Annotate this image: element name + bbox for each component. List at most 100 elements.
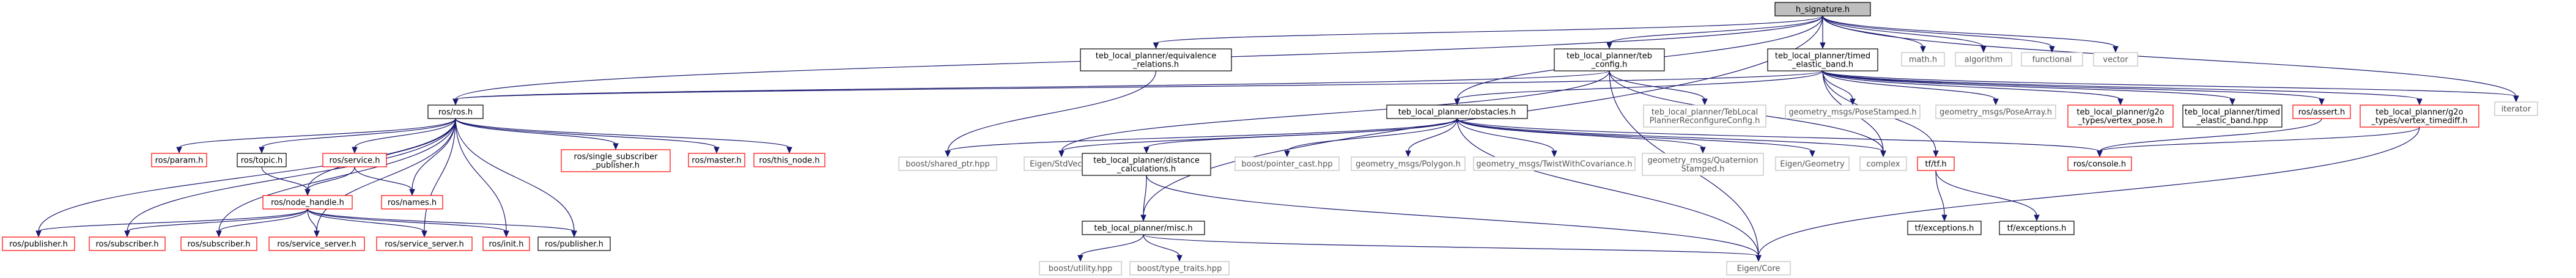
node-box xyxy=(322,153,387,167)
node-box xyxy=(753,153,825,167)
node-tebconfig[interactable]: teb_local_planner/teb_config.h xyxy=(1554,48,1665,71)
node-rosconsole[interactable]: ros/console.h xyxy=(2067,156,2132,171)
node-label: ros/service.h xyxy=(329,156,380,166)
node-box xyxy=(1039,261,1122,276)
node-vertexpose[interactable]: teb_local_planner/g2o_types/vertex_pose.… xyxy=(2067,104,2174,128)
node-sub2[interactable]: ros/subscriber.h xyxy=(180,236,257,251)
node-label: PlannerReconfigureConfig.h xyxy=(1650,117,1760,126)
node-box xyxy=(1473,156,1636,171)
edge-obstacles-to-distcalc xyxy=(1143,118,1458,154)
node-label: _relations.h xyxy=(1132,60,1179,70)
edge-distcalc-to-eigencore xyxy=(1146,175,1762,262)
node-label: ros/param.h xyxy=(155,156,204,166)
node-box xyxy=(1351,156,1466,171)
edge-rosros-to-rosservice xyxy=(352,118,456,154)
edge-obstacles-to-pointercast xyxy=(1284,118,1458,158)
node-pub2[interactable]: ros/publisher.h xyxy=(537,236,611,251)
node-tebreconf: teb_local_planner/TebLocalPlannerReconfi… xyxy=(1643,104,1766,128)
node-box xyxy=(1767,48,1878,71)
node-label: _calculations.h xyxy=(1116,165,1176,174)
node-label: Eigen/Geometry xyxy=(1780,160,1845,169)
node-rosinit[interactable]: ros/init.h xyxy=(482,236,530,251)
edge-timedband-to-rosros xyxy=(452,70,1823,106)
node-box xyxy=(1234,156,1340,171)
node-singlesub[interactable]: ros/single_subscriber_publisher.h xyxy=(561,149,671,172)
edge-tftf-to-tfexc2 xyxy=(1935,170,2040,222)
node-label: teb_local_planner/g2o xyxy=(2375,108,2463,117)
node-nodehandle[interactable]: ros/node_handle.h xyxy=(262,195,353,210)
node-label: teb_local_planner/teb xyxy=(1567,52,1652,61)
node-vertextimediff[interactable]: teb_local_planner/g2o_types/vertex_timed… xyxy=(2360,104,2479,128)
node-rosassert[interactable]: ros/assert.h xyxy=(2292,104,2351,119)
node-box xyxy=(1129,261,1230,276)
node-box xyxy=(89,236,166,251)
node-equiv[interactable]: teb_local_planner/equivalence_relations.… xyxy=(1080,48,1232,71)
node-rostopic[interactable]: ros/topic.h xyxy=(237,153,287,167)
edge-timedband-to-vertextimediff xyxy=(1822,70,2423,106)
node-label: ros/publisher.h xyxy=(9,240,68,249)
node-box xyxy=(1726,261,1791,276)
node-box xyxy=(537,236,611,251)
node-box xyxy=(237,153,287,167)
node-math: math.h xyxy=(1901,52,1945,67)
node-box xyxy=(2021,52,2083,67)
node-pub1[interactable]: ros/publisher.h xyxy=(2,236,75,251)
node-box xyxy=(1907,221,1982,235)
node-box xyxy=(2182,104,2283,128)
node-label: _elastic_band.hpp xyxy=(2196,117,2268,126)
node-rosros[interactable]: ros/ros.h xyxy=(427,104,484,119)
node-label: teb_local_planner/g2o xyxy=(2076,108,2164,117)
edge-rosros-to-rosmaster xyxy=(455,118,720,154)
node-eigencore: Eigen/Core xyxy=(1726,261,1791,276)
node-misc[interactable]: teb_local_planner/misc.h xyxy=(1082,221,1205,235)
node-label: ros/subscriber.h xyxy=(95,240,158,249)
node-pointercast: boost/pointer_cast.hpp xyxy=(1234,156,1340,171)
node-sharedptr: boost/shared_ptr.hpp xyxy=(898,156,997,171)
node-layer: h_signature.h teb_local_planner/equivalen… xyxy=(2,2,2538,276)
node-rosthisnode[interactable]: ros/this_node.h xyxy=(753,153,825,167)
node-timedband[interactable]: teb_local_planner/timed_elastic_band.h xyxy=(1767,48,1878,71)
edge-nodehandle-to-srv1 xyxy=(307,208,320,238)
node-box xyxy=(898,156,997,171)
node-rosservice[interactable]: ros/service.h xyxy=(322,153,387,167)
node-box xyxy=(1917,156,1955,171)
node-label: ros/ros.h xyxy=(438,108,473,117)
edge-nodehandle-to-rosinit xyxy=(307,208,509,238)
node-tftf[interactable]: tf/tf.h xyxy=(1917,156,1955,171)
node-label: boost/utility.hpp xyxy=(1049,265,1112,274)
node-box xyxy=(376,236,473,251)
node-box xyxy=(1080,48,1232,71)
node-label: teb_local_planner/timed xyxy=(1775,52,1870,61)
node-timedhpp[interactable]: teb_local_planner/timed_elastic_band.hpp xyxy=(2182,104,2283,128)
edge-rosros-to-pub2 xyxy=(455,118,577,238)
node-label: iterator xyxy=(2501,105,2531,114)
node-vector: vector xyxy=(2093,52,2138,67)
node-label: complex xyxy=(1866,160,1900,169)
node-box xyxy=(1082,221,1205,235)
edge-obstacles-to-twistcov xyxy=(1456,118,1557,158)
node-box xyxy=(2292,104,2351,119)
node-root[interactable]: h_signature.h xyxy=(1774,2,1871,16)
node-obstacles[interactable]: teb_local_planner/obstacles.h xyxy=(1386,104,1528,119)
node-rosparam[interactable]: ros/param.h xyxy=(151,153,207,167)
edge-root-to-tebconfig xyxy=(1606,15,1823,49)
node-tfexc2[interactable]: tf/exceptions.h xyxy=(1999,221,2075,235)
edge-misc-to-eigencore xyxy=(1143,234,1762,262)
node-posestamped: geometry_msgs/PoseStamped.h xyxy=(1785,104,1921,119)
node-srv1[interactable]: ros/service_server.h xyxy=(268,236,365,251)
node-box xyxy=(427,104,484,119)
node-rosnames[interactable]: ros/names.h xyxy=(381,195,443,210)
edge-rosros-to-rosparam xyxy=(176,118,456,154)
edge-rosros-to-rosinit xyxy=(455,118,509,238)
node-label: algorithm xyxy=(1965,56,2003,65)
edge-timedband-to-rosassert xyxy=(1822,70,2325,106)
node-rosmaster[interactable]: ros/master.h xyxy=(688,153,745,167)
node-box xyxy=(2360,104,2479,128)
node-tfexc1[interactable]: tf/exceptions.h xyxy=(1907,221,1982,235)
edge-rosros-to-rosthisnode xyxy=(455,118,792,154)
node-label: boost/type_traits.hpp xyxy=(1137,265,1222,274)
node-sub1[interactable]: ros/subscriber.h xyxy=(89,236,166,251)
node-boostutility: boost/utility.hpp xyxy=(1039,261,1122,276)
node-distcalc[interactable]: teb_local_planner/distance_calculations.… xyxy=(1082,153,1211,176)
node-srv2[interactable]: ros/service_server.h xyxy=(376,236,473,251)
